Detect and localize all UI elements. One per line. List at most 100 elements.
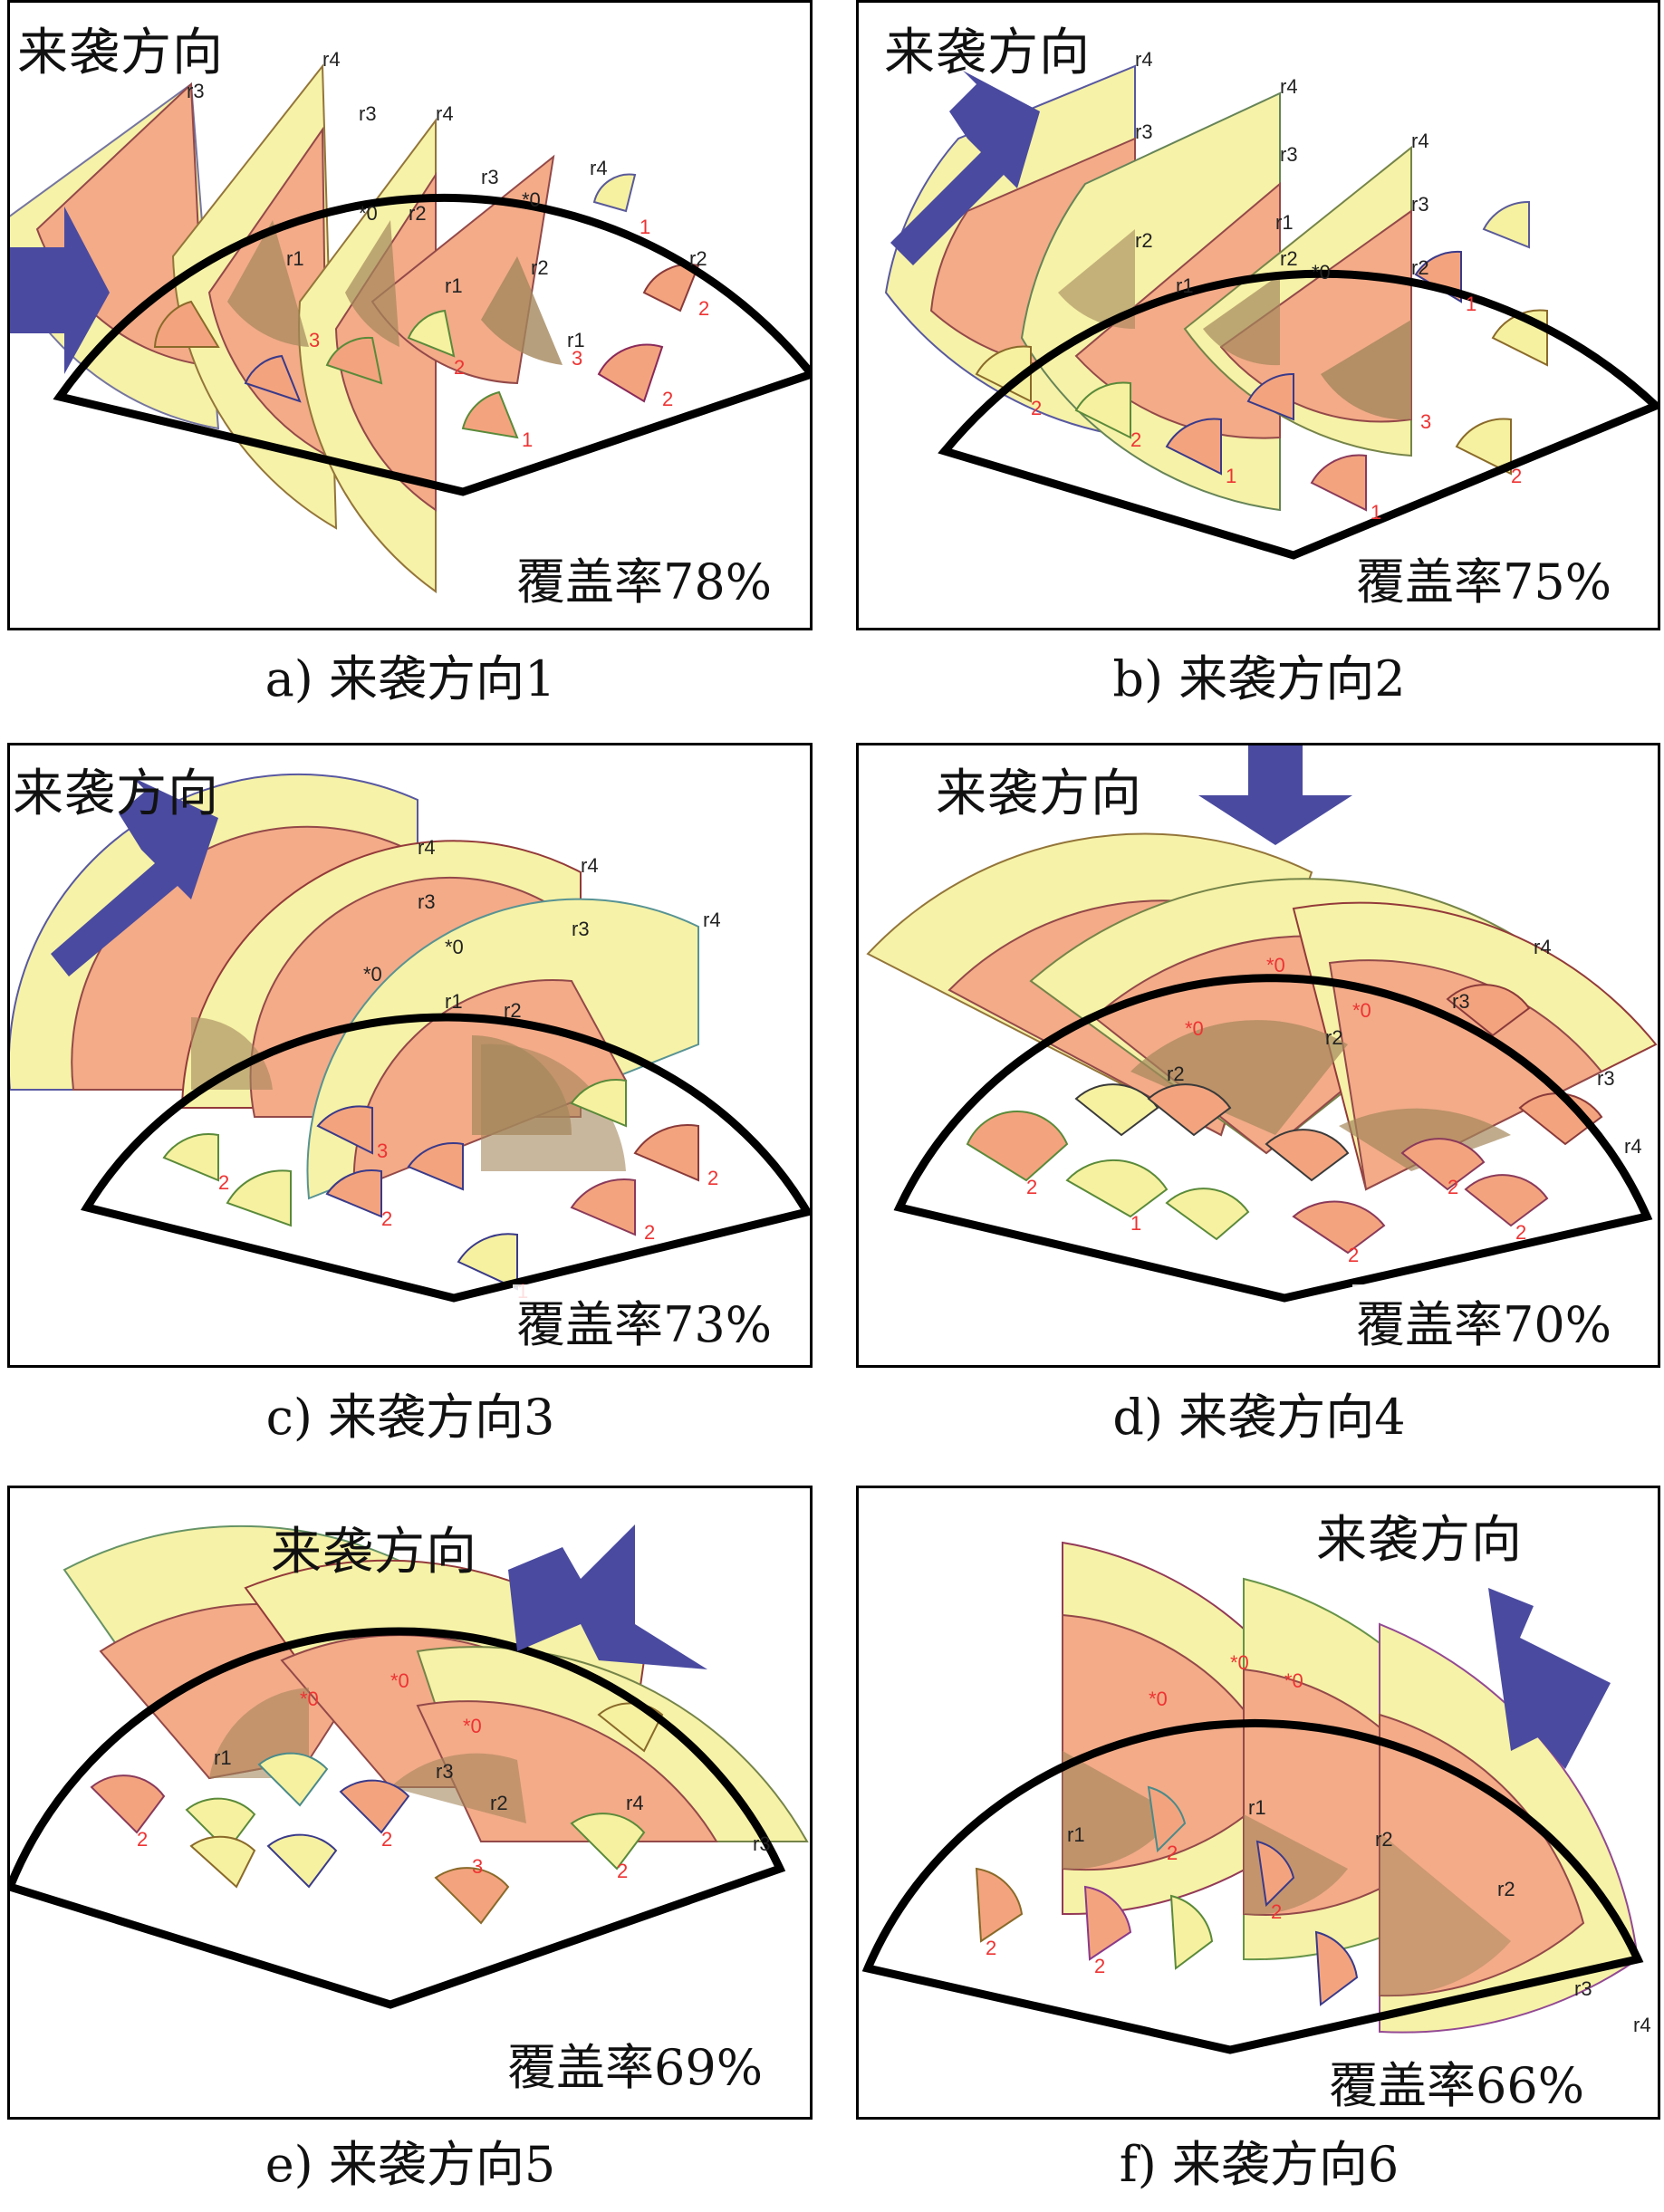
small-fan: [407, 1142, 464, 1191]
marker-num: *0: [390, 1669, 409, 1692]
small-fan: [633, 1124, 699, 1182]
marker-label: r2: [1497, 1878, 1515, 1900]
marker-label: r1: [286, 247, 304, 270]
small-fan: [570, 1178, 636, 1236]
marker-label: r2: [689, 247, 707, 270]
small-fan: [257, 1752, 329, 1807]
small-fan: [226, 1169, 292, 1227]
marker-label: r2: [1280, 247, 1298, 270]
marker-label: r2: [1375, 1828, 1393, 1851]
marker-num: 2: [1348, 1244, 1359, 1266]
defense-boundary: [53, 193, 810, 496]
defense-boundary: [938, 269, 1658, 560]
marker-label: r4: [626, 1792, 644, 1814]
marker-num: 1: [1371, 501, 1381, 524]
marker-num: 2: [1167, 1842, 1178, 1864]
marker-label: r2: [531, 256, 549, 279]
overlap-shape: [1058, 229, 1135, 330]
caption-a: a) 来袭方向1: [265, 650, 556, 707]
marker-label: r4: [1534, 936, 1552, 958]
small-fan: [1314, 1930, 1359, 2006]
marker-label: r2: [504, 999, 522, 1022]
small-fan: [642, 264, 700, 313]
attack-arrow-icon: [1198, 745, 1352, 845]
marker-num: *0: [1266, 954, 1285, 976]
marker-num: 2: [1094, 1955, 1105, 1977]
defense-boundary: [80, 1013, 810, 1303]
small-fan: [244, 354, 302, 403]
marker-label: *0: [1312, 261, 1331, 284]
caption-c: c) 来袭方向3: [265, 1389, 555, 1446]
small-fan: [1310, 454, 1367, 512]
small-fan: [570, 1079, 627, 1128]
marker-num: *0: [1284, 1669, 1303, 1692]
marker-num: *0: [1352, 999, 1371, 1022]
marker-num: 2: [1271, 1900, 1282, 1923]
marker-num: 2: [707, 1167, 718, 1189]
small-fan: [1446, 984, 1531, 1037]
marker-num: 2: [381, 1828, 392, 1851]
caption-b: b) 来袭方向2: [1112, 650, 1406, 707]
direction-label: 来袭方向: [936, 765, 1142, 823]
panel-d: r4 r3 r2 r2 r3 r4 *0 *0 *0 2 1 2 2 2 来袭方…: [856, 743, 1660, 1368]
small-fan: [457, 1233, 518, 1291]
attack-arrow-icon: [508, 1524, 707, 1669]
overlap-shape: [1321, 320, 1411, 420]
coverage-label: 覆盖率66%: [1325, 2045, 1589, 2117]
marker-label: r4: [1280, 75, 1298, 98]
marker-label: r1: [1067, 1823, 1085, 1846]
overlap-shape: [1203, 274, 1280, 366]
small-fan: [1400, 1138, 1486, 1191]
direction-label: 来袭方向: [13, 765, 219, 823]
marker-num: 2: [698, 297, 709, 320]
panel-e-diagram: r1 r3 r2 r4 r3 *0 *0 *0 2 2 3 2: [10, 1524, 809, 2009]
marker-num: 2: [1515, 1221, 1526, 1244]
marker-label: r3: [1135, 120, 1153, 143]
small-fan: [1455, 418, 1512, 476]
coverage-label: 覆盖率73%: [513, 1284, 776, 1356]
direction-label: 来袭方向: [271, 1523, 477, 1582]
marker-num: 2: [1130, 428, 1141, 451]
marker-num: 1: [1226, 465, 1236, 487]
marker-label: r3: [1574, 1977, 1592, 2000]
marker-label: r3: [1452, 990, 1470, 1013]
direction-label: 来袭方向: [1316, 1511, 1523, 1570]
panel-c: r4 r4 r4 r3 r3 r2 r1 *0 *0 2 3 2 2 1 2 来…: [7, 743, 813, 1368]
panel-b: r4 r4 r4 r3 r3 r3 r2 r2 r2 r1 r1 *0 1 1 …: [856, 0, 1660, 630]
small-fan: [1147, 1785, 1187, 1853]
marker-label: r1: [214, 1746, 232, 1769]
small-fan: [1074, 381, 1131, 439]
small-fan: [407, 309, 456, 358]
small-fan: [1292, 1200, 1386, 1255]
small-fan: [1255, 1840, 1295, 1908]
overlap-shape: [345, 220, 399, 347]
marker-label: r2: [1135, 229, 1153, 252]
overlap-shape: [1063, 1751, 1176, 1870]
marker-label: *0: [363, 963, 382, 986]
marker-label: r3: [418, 890, 436, 913]
marker-label: r2: [409, 202, 427, 225]
marker-label: r1: [1275, 211, 1294, 234]
marker-label: r4: [436, 102, 454, 125]
marker-label: r3: [1280, 143, 1298, 166]
defense-boundary: [861, 1718, 1644, 2054]
marker-num: 2: [1031, 397, 1042, 419]
small-fan: [461, 390, 519, 439]
marker-num: 2: [1511, 465, 1522, 487]
marker-num: 2: [454, 356, 465, 379]
marker-label: r2: [490, 1792, 508, 1814]
marker-label: r4: [1624, 1135, 1642, 1158]
small-fan: [339, 1779, 410, 1834]
small-fan: [185, 1797, 256, 1852]
panel-c-diagram: r4 r4 r4 r3 r3 r2 r1 *0 *0 2 3 2 2 1 2: [10, 773, 810, 1303]
marker-label: r3: [187, 80, 205, 102]
marker-num: 2: [381, 1207, 392, 1230]
overlap-shape: [481, 1043, 626, 1171]
small-fan: [153, 300, 220, 348]
attack-arrow-icon: [10, 207, 110, 374]
small-fan: [1065, 1159, 1169, 1218]
small-fan: [325, 1169, 382, 1218]
small-fan: [266, 1833, 338, 1889]
marker-label: *0: [359, 202, 378, 225]
marker-label: r4: [1633, 2014, 1651, 2036]
